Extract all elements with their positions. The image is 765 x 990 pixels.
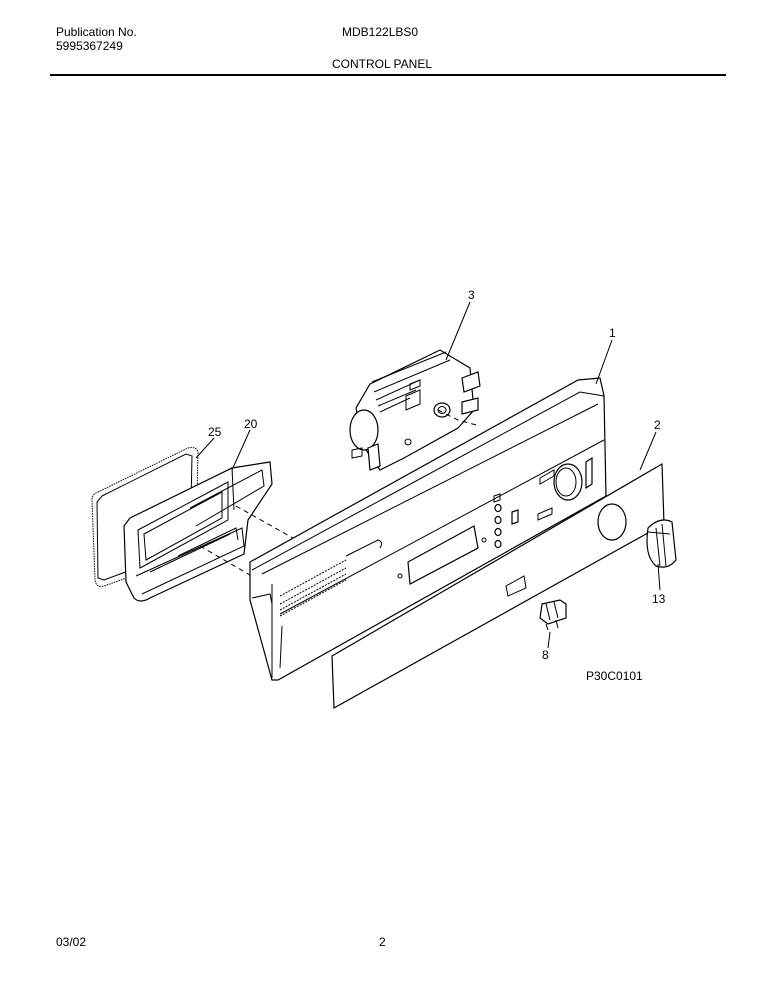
section-title: CONTROL PANEL bbox=[332, 57, 433, 71]
callout-8: 8 bbox=[542, 648, 549, 662]
part-8-switch bbox=[539, 599, 567, 631]
callout-13: 13 bbox=[652, 592, 666, 606]
callout-1: 1 bbox=[609, 326, 616, 340]
footer-date: 03/02 bbox=[56, 935, 87, 949]
callout-2: 2 bbox=[654, 418, 661, 432]
part-20-frame bbox=[123, 461, 273, 602]
page-number: 2 bbox=[379, 935, 386, 949]
publication-number: 5995367249 bbox=[56, 39, 123, 53]
part-3-timer bbox=[349, 349, 481, 471]
callout-leaders bbox=[195, 301, 661, 649]
callout-25: 25 bbox=[208, 425, 222, 439]
figure-code: P30C0101 bbox=[586, 669, 643, 683]
publication-label: Publication No. bbox=[56, 25, 137, 39]
callout-3: 3 bbox=[468, 288, 475, 302]
part-13-knob bbox=[646, 519, 677, 568]
model-number: MDB122LBS0 bbox=[342, 25, 419, 39]
callout-20: 20 bbox=[244, 417, 258, 431]
part-2-overlay bbox=[331, 462, 665, 710]
part-1-console bbox=[249, 377, 607, 681]
header-rule bbox=[50, 74, 726, 76]
